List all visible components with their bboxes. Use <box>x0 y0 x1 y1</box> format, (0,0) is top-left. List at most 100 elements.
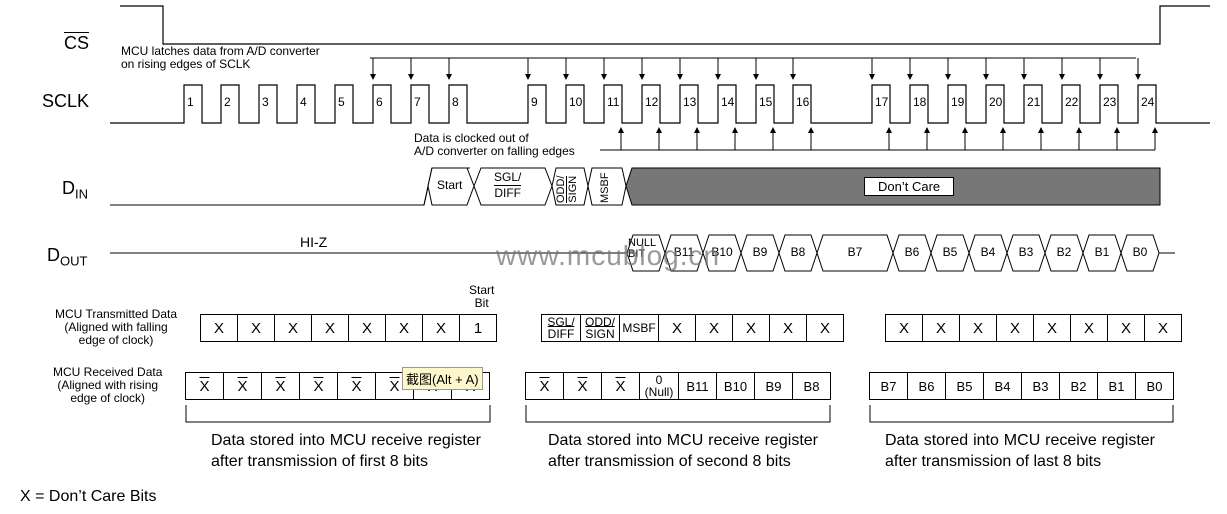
rx-cell: B8 <box>792 372 831 400</box>
clock-arrowhead <box>618 127 624 133</box>
tx-cell: X <box>1107 314 1145 342</box>
sclk-number: 11 <box>607 95 620 109</box>
latch-arrowhead <box>1059 74 1065 80</box>
clock-arrowhead <box>732 127 738 133</box>
tx-cell: X <box>311 314 349 342</box>
sclk-waveform <box>110 84 1210 124</box>
dout-bit-label: B0 <box>1132 245 1148 259</box>
cs-label: CS <box>64 33 90 53</box>
din-start: Start <box>437 178 463 192</box>
rx-cell: B6 <box>907 372 946 400</box>
clock-arrowhead <box>656 127 662 133</box>
clock-arrowhead <box>694 127 700 133</box>
dout-bit-label: B10 <box>711 245 733 259</box>
tx-cell: 1 <box>459 314 497 342</box>
transmitted-label: MCU Transmitted Data(Aligned with fallin… <box>55 307 178 347</box>
tx-cell: X <box>385 314 423 342</box>
sclk-number: 20 <box>989 95 1003 109</box>
cs-waveform <box>120 5 1210 45</box>
latch-arrowhead <box>446 74 452 80</box>
sclk-number: 18 <box>913 95 927 109</box>
tx-cell: X <box>922 314 960 342</box>
sclk-number: 9 <box>531 95 538 109</box>
latch-arrowhead <box>715 74 721 80</box>
tx-cell: X <box>658 314 696 342</box>
latch-arrowhead <box>753 74 759 80</box>
dout-bit-label: B2 <box>1056 245 1072 259</box>
sclk-number: 19 <box>951 95 965 109</box>
rx-cell: B0 <box>1135 372 1174 400</box>
dont-care-box: Don’t Care <box>864 177 955 196</box>
clock-arrowhead <box>924 127 930 133</box>
rx-cell: B9 <box>754 372 793 400</box>
rx-null: 0(Null) <box>639 372 679 400</box>
latch-arrowhead <box>677 74 683 80</box>
clock-arrowhead <box>886 127 892 133</box>
watermark: www.mcublog.cn <box>496 240 721 271</box>
clock-arrowhead <box>1000 127 1006 133</box>
receive-bracket <box>525 405 831 423</box>
latch-arrowhead <box>790 74 796 80</box>
rx-cell: X <box>337 372 376 400</box>
sclk-number: 1 <box>187 95 194 109</box>
tx-sgl-diff: SGL/DIFF <box>541 314 581 342</box>
sclk-number: 22 <box>1065 95 1079 109</box>
clock-arrowhead <box>808 127 814 133</box>
tx-cell: X <box>200 314 238 342</box>
latch-arrowhead <box>869 74 875 80</box>
tx-cell: X <box>996 314 1034 342</box>
rx-cell: B1 <box>1097 372 1136 400</box>
tx-cell: X <box>769 314 807 342</box>
rx-cell: X <box>525 372 564 400</box>
rx-cell: X <box>261 372 300 400</box>
clock-arrowhead <box>770 127 776 133</box>
rx-cell: B4 <box>983 372 1022 400</box>
tx-odd-sign: ODD/SIGN <box>580 314 620 342</box>
din-label: DIN <box>62 178 88 202</box>
latch-arrowhead <box>601 74 607 80</box>
rx-cell: B7 <box>869 372 908 400</box>
sclk-number: 10 <box>569 95 583 109</box>
description-1: Data stored into MCU receive register af… <box>211 432 481 470</box>
description-3: Data stored into MCU receive register af… <box>885 432 1155 470</box>
rx-cell: X <box>185 372 224 400</box>
latch-arrowhead <box>1097 74 1103 80</box>
sclk-number: 3 <box>262 95 269 109</box>
hiz-label: HI-Z <box>300 234 328 250</box>
clock-arrowhead <box>1038 127 1044 133</box>
sclk-number: 12 <box>645 95 659 109</box>
sclk-number: 24 <box>1141 95 1155 109</box>
dout-bit-label: B4 <box>980 245 996 259</box>
sclk-number: 15 <box>759 95 773 109</box>
tx-msbf: MSBF <box>619 314 659 342</box>
sclk-number: 14 <box>721 95 735 109</box>
latch-arrowhead <box>525 74 531 80</box>
sclk-number: 7 <box>414 95 421 109</box>
clock-arrowhead <box>1152 127 1158 133</box>
tx-cell: X <box>237 314 275 342</box>
tx-cell: X <box>732 314 770 342</box>
din-sgl-diff: SGL/DIFF <box>494 170 522 200</box>
description-2: Data stored into MCU receive register af… <box>548 432 818 470</box>
dout-bit-label: B6 <box>904 245 920 259</box>
sclk-number: 5 <box>338 95 345 109</box>
latch-arrowhead <box>563 74 569 80</box>
clock-arrowhead <box>962 127 968 133</box>
sclk-number: 23 <box>1103 95 1117 109</box>
dout-bit-label: B3 <box>1018 245 1034 259</box>
din-low-line <box>110 167 470 206</box>
dout-bit-label: B5 <box>942 245 958 259</box>
receive-bracket <box>869 405 1174 423</box>
latch-arrowhead <box>408 74 414 80</box>
dout-bit-label: B11 <box>673 245 695 259</box>
sclk-number: 13 <box>683 95 697 109</box>
latch-arrowhead <box>945 74 951 80</box>
